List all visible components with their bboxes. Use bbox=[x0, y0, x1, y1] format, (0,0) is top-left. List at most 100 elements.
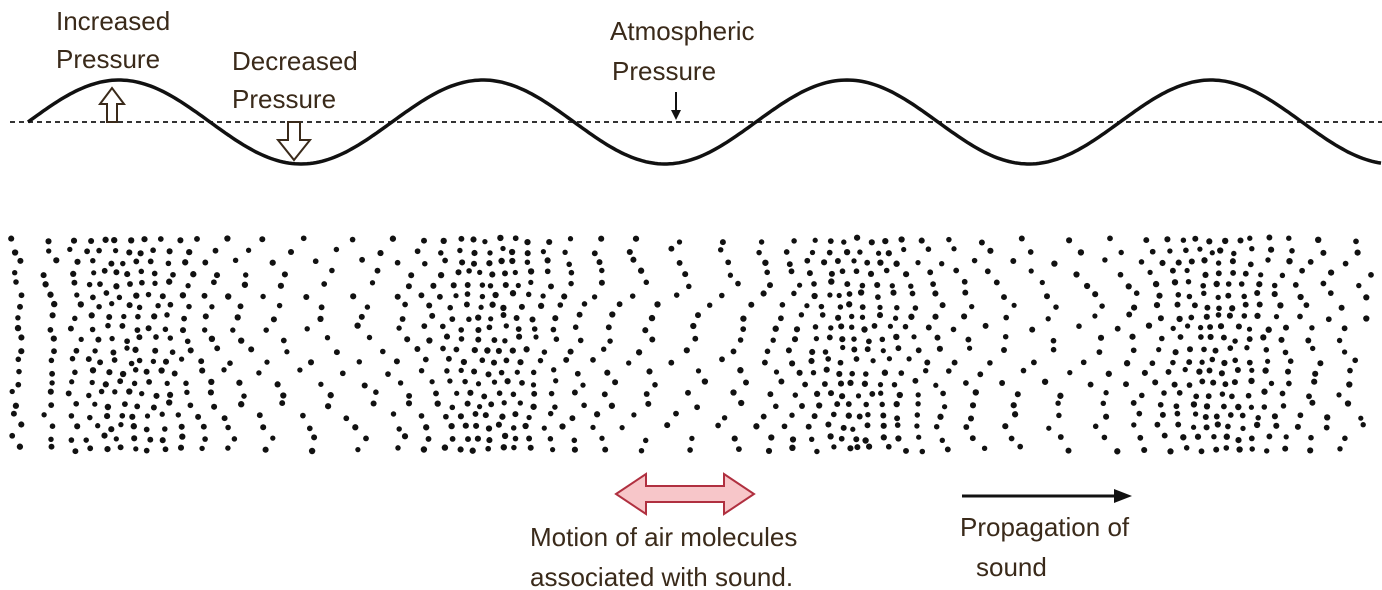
air-molecule-dot bbox=[68, 437, 75, 443]
air-molecule-dot bbox=[433, 390, 439, 397]
air-molecule-dot bbox=[760, 290, 767, 297]
air-molecule-dot bbox=[1156, 292, 1163, 299]
air-molecule-dot bbox=[455, 269, 462, 276]
air-molecule-dot bbox=[1175, 259, 1182, 266]
air-molecule-dot bbox=[673, 292, 680, 298]
air-molecule-dot bbox=[1235, 437, 1242, 444]
air-molecule-dot bbox=[969, 303, 975, 310]
air-molecule-dot bbox=[730, 389, 737, 396]
air-molecule-dot bbox=[1194, 433, 1202, 440]
air-molecule-dot bbox=[91, 270, 97, 276]
air-molecule-dot bbox=[508, 248, 516, 256]
air-molecule-dot bbox=[552, 404, 558, 410]
air-molecule-dot bbox=[183, 380, 189, 387]
air-molecule-dot bbox=[1261, 404, 1268, 410]
air-molecule-dot bbox=[1011, 302, 1017, 308]
air-molecule-dot bbox=[147, 436, 154, 443]
air-molecule-dot bbox=[74, 258, 81, 265]
air-molecule-dot bbox=[1347, 367, 1353, 374]
air-molecule-dot bbox=[686, 283, 692, 290]
air-molecule-dot bbox=[616, 301, 623, 308]
air-molecule-dot bbox=[1234, 366, 1241, 374]
air-molecule-dot bbox=[225, 445, 231, 451]
air-molecule-dot bbox=[1324, 414, 1331, 421]
air-molecule-dot bbox=[668, 245, 675, 252]
air-molecule-dot bbox=[397, 380, 404, 386]
air-molecule-dot bbox=[1133, 290, 1140, 296]
air-molecule-dot bbox=[814, 448, 820, 455]
air-molecule-dot bbox=[1202, 271, 1209, 278]
air-molecule-dot bbox=[1183, 445, 1190, 451]
air-molecule-dot bbox=[1001, 347, 1007, 353]
air-molecule-dot bbox=[1309, 399, 1316, 406]
air-molecule-dot bbox=[1027, 249, 1034, 255]
air-molecule-dot bbox=[333, 246, 340, 253]
air-molecule-dot bbox=[1265, 326, 1272, 333]
air-molecule-dot bbox=[15, 381, 22, 388]
air-molecule-dot bbox=[158, 367, 165, 374]
air-molecule-dot bbox=[89, 367, 97, 374]
air-molecule-dot bbox=[859, 304, 866, 310]
air-molecule-dot bbox=[134, 327, 141, 333]
air-molecule-dot bbox=[482, 238, 488, 245]
air-molecule-dot bbox=[1218, 370, 1225, 377]
air-molecule-dot bbox=[464, 282, 471, 288]
air-molecule-dot bbox=[961, 313, 968, 320]
air-molecule-dot bbox=[812, 324, 819, 330]
air-molecule-dot bbox=[227, 360, 233, 366]
air-molecule-dot bbox=[402, 301, 408, 308]
air-molecule-dot bbox=[1215, 294, 1221, 301]
air-molecule-dot bbox=[760, 413, 767, 420]
air-molecule-dot bbox=[885, 443, 892, 450]
air-molecule-dot bbox=[837, 380, 845, 387]
air-molecule-dot bbox=[1286, 258, 1293, 265]
air-molecule-dot bbox=[1240, 425, 1246, 432]
air-molecule-dot bbox=[1212, 347, 1219, 354]
air-molecule-dot bbox=[236, 379, 243, 386]
propagation-label-line2: sound bbox=[976, 552, 1047, 582]
air-molecule-dot bbox=[1215, 312, 1222, 318]
air-molecule-dot bbox=[984, 268, 991, 275]
air-molecule-dot bbox=[526, 435, 533, 442]
air-molecule-dot bbox=[1232, 338, 1238, 344]
air-molecule-dot bbox=[1325, 316, 1332, 323]
air-molecule-dot bbox=[143, 368, 150, 375]
air-molecule-dot bbox=[497, 234, 504, 242]
air-molecule-dot bbox=[643, 391, 650, 397]
air-molecule-dot bbox=[632, 235, 640, 242]
air-molecule-dot bbox=[98, 388, 105, 395]
air-molecule-dot bbox=[151, 270, 158, 277]
air-molecule-dot bbox=[548, 390, 555, 397]
air-molecule-dot bbox=[1336, 337, 1343, 344]
air-molecule-dot bbox=[863, 371, 869, 377]
air-molecule-dot bbox=[414, 346, 421, 352]
air-molecule-dot bbox=[1190, 424, 1197, 430]
air-molecule-dot bbox=[825, 356, 832, 362]
air-molecule-dot bbox=[259, 236, 266, 243]
air-molecule-dot bbox=[51, 348, 57, 355]
air-molecule-dot bbox=[944, 446, 951, 453]
air-molecule-dot bbox=[509, 257, 516, 265]
air-molecule-dot bbox=[395, 445, 401, 451]
air-molecule-dot bbox=[1003, 314, 1010, 321]
air-molecules-field bbox=[8, 234, 1374, 455]
air-molecule-dot bbox=[213, 272, 221, 279]
air-molecule-dot bbox=[459, 259, 466, 266]
air-molecule-dot bbox=[1341, 349, 1348, 355]
air-molecule-dot bbox=[866, 443, 873, 450]
air-molecule-dot bbox=[1154, 421, 1161, 428]
air-molecule-dot bbox=[1123, 360, 1131, 367]
air-molecule-dot bbox=[72, 448, 79, 455]
air-molecule-dot bbox=[12, 402, 20, 409]
air-molecule-dot bbox=[1055, 400, 1061, 406]
air-molecule-dot bbox=[453, 346, 460, 353]
air-molecule-dot bbox=[352, 424, 359, 431]
air-molecule-dot bbox=[1221, 359, 1228, 367]
air-molecule-dot bbox=[1066, 237, 1073, 244]
air-molecule-dot bbox=[676, 239, 683, 245]
air-molecule-dot bbox=[108, 426, 115, 433]
air-molecule-dot bbox=[1265, 257, 1271, 263]
atmospheric-label-line2: Pressure bbox=[612, 56, 716, 86]
air-molecule-dot bbox=[102, 381, 109, 388]
air-molecule-dot bbox=[359, 256, 365, 263]
